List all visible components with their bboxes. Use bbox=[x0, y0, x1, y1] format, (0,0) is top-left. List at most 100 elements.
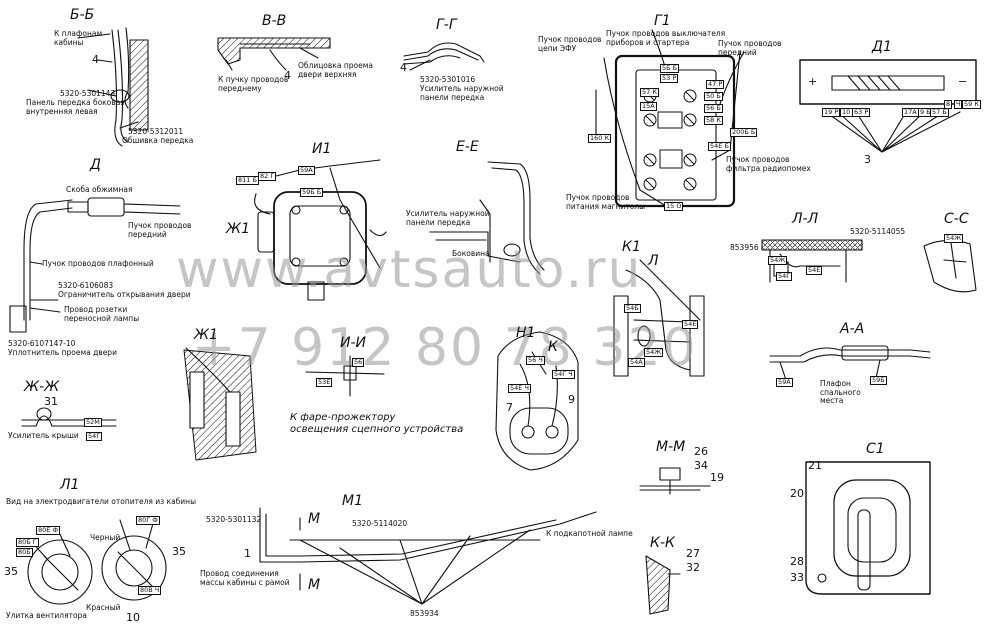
g1-front-label: Пучок проводов передний bbox=[718, 39, 782, 57]
section-ii: И-И bbox=[340, 335, 366, 351]
ee-reinforcer-desc: Усилитель наружной панели передка bbox=[406, 209, 490, 227]
m1-callout-1: 1 bbox=[244, 547, 251, 560]
ss-tag: 54Ж bbox=[944, 234, 964, 244]
i1-tag: 82 Г bbox=[258, 172, 277, 182]
gg-part-desc: Усилитель наружной панели передка bbox=[420, 84, 504, 102]
bb-part2-desc: Обшивка передка bbox=[122, 136, 194, 145]
section-d: Д bbox=[90, 157, 101, 173]
g1-tag: 160 К bbox=[588, 134, 612, 144]
section-c1: С1 bbox=[866, 441, 885, 457]
l1-tag: 80В Ч bbox=[138, 586, 162, 596]
ll-tag: 54Ж bbox=[768, 256, 788, 266]
n1-tag: 56 Ч bbox=[526, 356, 545, 366]
zhzh-tag: 54Г bbox=[86, 432, 103, 442]
g1-switch-label: Пучок проводов выключателя приборов и ст… bbox=[606, 29, 726, 47]
d1-tag: 8 bbox=[944, 100, 953, 110]
k1-tag: 54Ж bbox=[644, 348, 664, 358]
section-ee: Е-Е bbox=[456, 139, 479, 155]
g1-tag: 50 Б bbox=[704, 92, 723, 102]
zhzh-reinforcer: Усилитель крыши bbox=[8, 431, 79, 440]
section-l1: Л1 bbox=[60, 477, 80, 493]
l1-callout-35-left: 35 bbox=[4, 565, 18, 578]
d1-tag: Ч bbox=[954, 100, 963, 110]
section-n1: Н1 bbox=[516, 325, 536, 341]
g1-tag: 56 Б bbox=[704, 104, 723, 114]
section-i1: И1 bbox=[312, 141, 332, 157]
section-m1: М1 bbox=[342, 493, 363, 509]
mm-callout-34: 34 bbox=[694, 459, 708, 472]
d1-tag: 17А bbox=[902, 108, 919, 118]
bb-lamps-label: К плафонам кабины bbox=[54, 29, 103, 47]
section-zh1-arrow: Ж1 bbox=[226, 221, 250, 237]
n1-callout-9: 9 bbox=[568, 393, 575, 406]
view-ss-drawing bbox=[923, 235, 977, 293]
view-ee-drawing bbox=[429, 161, 545, 275]
d1-minus-sign: − bbox=[958, 75, 968, 88]
section-ll: Л-Л bbox=[792, 211, 819, 227]
section-vv: В-В bbox=[262, 13, 287, 29]
ii-headlight-label: К фаре-прожектору освещения сцепного уст… bbox=[290, 412, 464, 435]
g1-tag: 5Б Б bbox=[660, 64, 680, 74]
d-part2-desc: Уплотнитель проема двери bbox=[8, 348, 117, 357]
l1-tag: 80Г Ф bbox=[136, 516, 160, 526]
g1-tag: 57 К bbox=[640, 88, 659, 98]
view-vv-drawing bbox=[217, 37, 331, 71]
m1-hood-lamp: К подкапотной лампе bbox=[546, 529, 633, 538]
i1-tag: 59Б Б bbox=[300, 188, 324, 198]
view-mm-drawing bbox=[639, 467, 711, 495]
zhzh-tag: 52М bbox=[84, 418, 102, 428]
kk-callout-27: 27 bbox=[686, 547, 700, 560]
c1-callout-28: 28 bbox=[790, 555, 804, 568]
aa-lamp-label: Плафон спального места bbox=[820, 379, 861, 406]
l1-black-label: Черный bbox=[90, 533, 121, 542]
m1-part1: 5320-5301132 bbox=[206, 515, 262, 524]
d-front-harness: Пучок проводов передний bbox=[128, 221, 192, 239]
view-zhzh-drawing bbox=[21, 407, 117, 427]
m1-ground-wire: Провод соединения массы кабины с рамой bbox=[200, 569, 290, 587]
marker-k: К bbox=[548, 339, 558, 355]
d-socket-label: Провод розетки переносной лампы bbox=[64, 305, 140, 323]
bb-part2-number: 5320-5312011 bbox=[128, 127, 184, 136]
g1-tag: 47 Р bbox=[706, 80, 725, 90]
ii-tag: 53Е bbox=[316, 378, 333, 388]
gg-part-number: 5320-5301016 bbox=[420, 75, 476, 84]
gg-callout-4: 4 bbox=[400, 61, 407, 74]
aa-tag: 59Б bbox=[870, 376, 887, 386]
c1-callout-33: 33 bbox=[790, 571, 804, 584]
view-zh1-drawing bbox=[183, 347, 257, 461]
ii-tag: 56 bbox=[352, 358, 365, 368]
g1-tag: 200Б Б bbox=[730, 128, 758, 138]
k1-tag: 54А bbox=[628, 358, 645, 368]
marker-m-top: М bbox=[308, 511, 321, 527]
g1-tag: 53 Р bbox=[660, 74, 679, 84]
marker-l: Л bbox=[648, 253, 659, 269]
section-k1: К1 bbox=[622, 239, 641, 255]
view-c1-drawing bbox=[805, 461, 931, 595]
section-kk: К-К bbox=[650, 535, 675, 551]
section-aa: А-А bbox=[840, 321, 865, 337]
i1-tag: 811 Б bbox=[236, 176, 259, 186]
ll-part1: 853956 bbox=[730, 243, 759, 252]
marker-m-bottom: М bbox=[308, 577, 321, 593]
g1-efu-label: Пучок проводов цепи ЭФУ bbox=[538, 35, 602, 53]
watermark-site: www.avtsauto.ru bbox=[176, 240, 643, 300]
g1-tag: 58 К bbox=[704, 116, 723, 126]
mm-callout-26: 26 bbox=[694, 445, 708, 458]
view-m1-drawing bbox=[259, 507, 597, 605]
g1-tag: 15А bbox=[640, 102, 657, 112]
view-d1-drawing bbox=[799, 59, 977, 153]
d1-callout-3: 3 bbox=[864, 153, 871, 166]
view-bb-drawing bbox=[77, 27, 149, 147]
l1-title: Вид на электродвигатели отопителя из каб… bbox=[6, 497, 196, 506]
view-kk-drawing bbox=[645, 555, 681, 615]
section-gg: Г-Г bbox=[436, 17, 457, 33]
n1-callout-7: 7 bbox=[506, 401, 513, 414]
l1-callout-10: 10 bbox=[126, 611, 140, 624]
view-l1-drawing bbox=[27, 519, 167, 605]
section-zhzh: Ж-Ж bbox=[24, 379, 60, 395]
i1-tag: 59А bbox=[298, 166, 315, 176]
m1-part2: 5320-5114020 bbox=[352, 519, 408, 528]
ee-side-label: Боковина bbox=[452, 249, 490, 258]
c1-callout-20: 20 bbox=[790, 487, 804, 500]
